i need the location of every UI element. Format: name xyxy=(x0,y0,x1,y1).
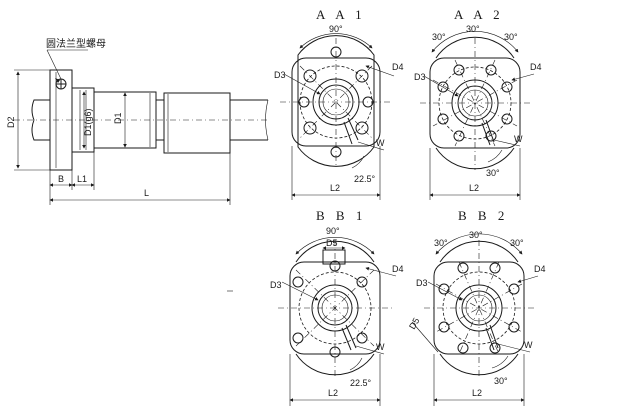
b-label: B xyxy=(58,174,64,184)
bb2-angle-mid: 30° xyxy=(469,230,483,240)
bb2-d3: D3 xyxy=(416,278,428,288)
l1-label: L1 xyxy=(77,174,87,184)
view-aa1: A A 1 90° D3 D4 W 22.5° xyxy=(274,7,404,200)
aa2-angle-mid: 30° xyxy=(466,24,480,34)
aa2-l2: L2 xyxy=(469,183,479,193)
d1-label: D1 xyxy=(113,112,123,124)
bb2-angle-right: 30° xyxy=(510,238,524,248)
aa1-d3: D3 xyxy=(274,70,286,80)
aa2-angle-right: 30° xyxy=(504,32,518,42)
aa2-angle-small: 30° xyxy=(486,168,500,178)
bb1-d3: D3 xyxy=(270,280,282,290)
aa2-angle-left: 30° xyxy=(432,32,446,42)
bb1-d5: D5 xyxy=(326,238,338,248)
aa1-d4: D4 xyxy=(392,62,404,72)
view-bb2: B B 2 30° 30° 30° D3 D4 D5 W 30° xyxy=(407,208,546,406)
bb2-w: W xyxy=(524,340,533,350)
bb1-w: W xyxy=(376,342,385,352)
view-bb2-title: B B 2 xyxy=(458,208,508,223)
flange-nut-callout: 圆法兰型螺母 xyxy=(46,37,106,50)
aa1-l2: L2 xyxy=(330,183,340,193)
aa2-d4: D4 xyxy=(530,62,542,72)
bb2-d5: D5 xyxy=(407,316,421,331)
view-bb1-title: B B 1 xyxy=(316,208,366,223)
aa2-w: W xyxy=(514,134,523,144)
bb2-l2: L2 xyxy=(472,388,482,398)
view-aa2: A A 2 30° 30° 30° D3 D4 W 30° L2 xyxy=(414,7,542,200)
aa2-d3: D3 xyxy=(414,72,426,82)
view-bb1: B B 1 90° D5 D3 D4 W 22.5° L2 xyxy=(270,208,404,406)
bb2-d4: D4 xyxy=(534,264,546,274)
bb2-angle-left: 30° xyxy=(434,238,448,248)
l-label: L xyxy=(144,188,149,198)
bb1-angle-small: 22.5° xyxy=(350,378,372,388)
bb1-d4: D4 xyxy=(392,264,404,274)
view-aa2-title: A A 2 xyxy=(454,7,504,22)
aa1-w: W xyxy=(376,138,385,148)
bb2-angle-small: 30° xyxy=(494,376,508,386)
aa1-angle-small: 22.5° xyxy=(354,174,376,184)
aa1-angle: 90° xyxy=(329,24,343,34)
bb1-l2: L2 xyxy=(328,388,338,398)
side-view: 圆法兰型螺母 D2 D1(g6) D1 B L1 L xyxy=(6,37,270,205)
bb1-angle: 90° xyxy=(326,226,340,236)
d2-label: D2 xyxy=(6,116,16,128)
d1g6-label: D1(g6) xyxy=(83,108,93,136)
view-aa1-title: A A 1 xyxy=(316,7,366,22)
